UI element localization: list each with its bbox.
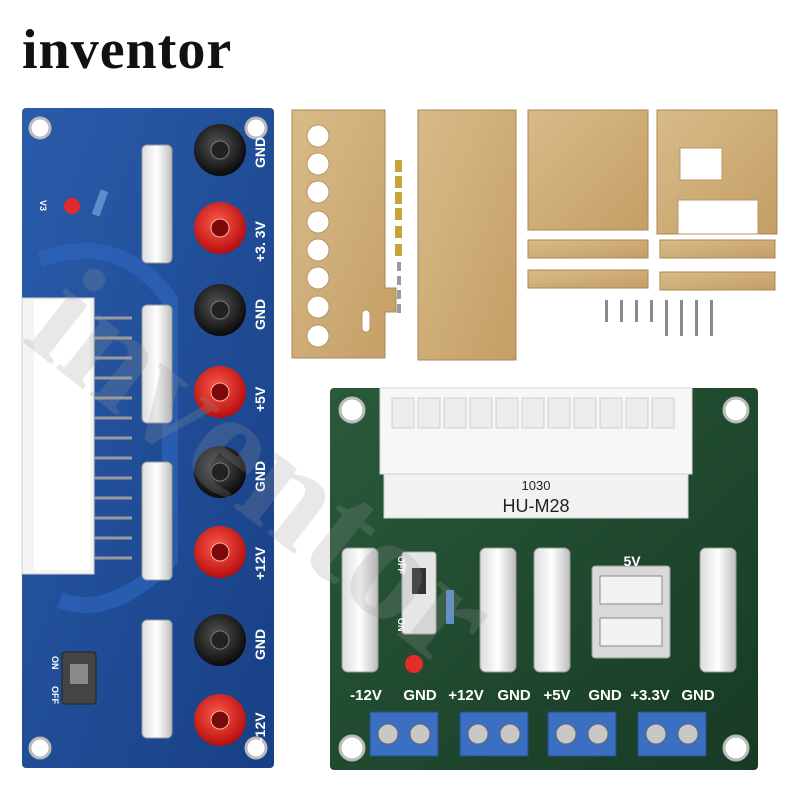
terminal-label: GND [252, 299, 268, 330]
square-breakout-board: 1030 HU-M28 OFF ON 5V -12V GND +12V GND … [330, 387, 758, 770]
model-code-label: 1030 [522, 478, 551, 493]
switch-off-label: OFF [50, 686, 60, 704]
terminal-label: -12V [252, 712, 268, 742]
terminal-label: GND [252, 461, 268, 492]
output-label: GND [403, 687, 437, 704]
model-label: HU-M28 [502, 496, 569, 516]
output-label: +3.3V [630, 687, 670, 704]
terminal-label: +12V [252, 546, 268, 580]
terminal-label: +3. 3V [252, 220, 268, 262]
switch-on-label: ON [396, 618, 406, 632]
output-label: -12V [350, 687, 382, 704]
output-label: GND [588, 687, 622, 704]
vertical-breakout-board: GND +3. 3V GND +5V GND +12V GND -12V V3 … [21, 108, 274, 768]
terminal-label: +5V [252, 386, 268, 412]
terminal-label: GND [252, 137, 268, 168]
switch-on-label: ON [50, 656, 60, 670]
screw-terminals [369, 711, 707, 757]
binding-posts [194, 124, 246, 746]
switch-off-label: OFF [396, 556, 406, 574]
output-label: GND [681, 687, 715, 704]
output-label: +5V [543, 687, 570, 704]
terminal-label: GND [252, 629, 268, 660]
acrylic-case-panels [291, 109, 778, 361]
usb-label: 5V [623, 553, 641, 569]
version-label: V3 [38, 200, 48, 211]
brand-logo: inventor [22, 19, 233, 81]
output-label: GND [497, 687, 531, 704]
output-label: +12V [448, 687, 483, 704]
